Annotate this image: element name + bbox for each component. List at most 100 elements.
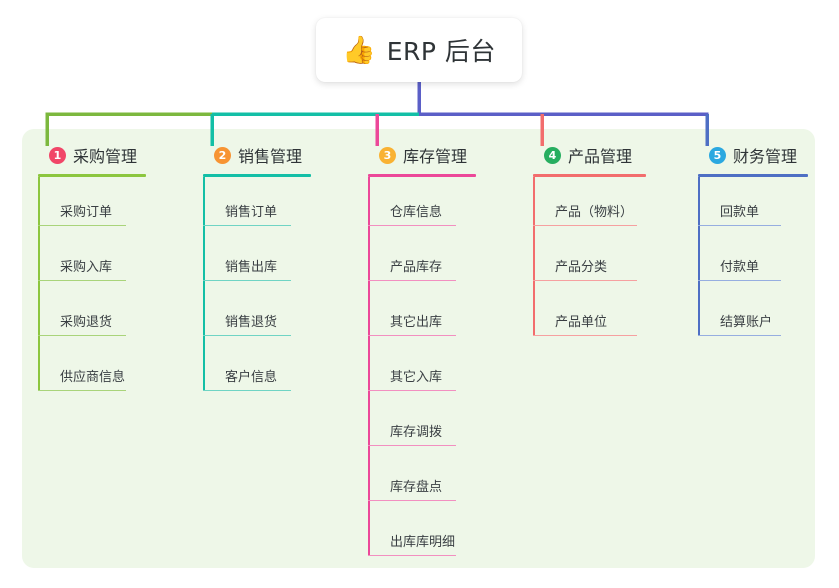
branch-leaf-list: 销售订单销售出库销售退货客户信息 bbox=[203, 177, 311, 397]
branch-header-rule bbox=[368, 174, 476, 177]
thumbs-up-icon: 👍 bbox=[342, 34, 376, 66]
leaf-label: 结算账户 bbox=[720, 315, 773, 330]
branch-column-4: 4 产品管理产品（物料） 产品分类产品单位 bbox=[533, 143, 646, 342]
leaf-item[interactable]: 其它入库 bbox=[368, 342, 476, 397]
leaf-item[interactable]: 产品（物料） bbox=[533, 177, 646, 232]
leaf-rule bbox=[698, 279, 781, 281]
branch-title: 采购管理 bbox=[73, 147, 138, 166]
leaf-rule bbox=[203, 279, 291, 281]
branch-number-badge: 5 bbox=[709, 146, 726, 164]
leaf-item[interactable]: 结算账户 bbox=[698, 287, 808, 342]
leaf-rule bbox=[203, 389, 291, 391]
diagram-background-panel bbox=[22, 129, 815, 568]
leaf-item[interactable]: 销售退货 bbox=[203, 287, 311, 342]
branch-title: 财务管理 bbox=[733, 147, 798, 166]
leaf-item[interactable]: 销售出库 bbox=[203, 232, 311, 287]
leaf-rule bbox=[368, 224, 456, 226]
branch-vertical-stem bbox=[368, 177, 370, 556]
leaf-item[interactable]: 产品库存 bbox=[368, 232, 476, 287]
branch-header-rule bbox=[533, 174, 646, 177]
leaf-label: 采购退货 bbox=[60, 315, 113, 330]
leaf-label: 采购订单 bbox=[60, 205, 113, 220]
leaf-item[interactable]: 采购入库 bbox=[38, 232, 146, 287]
branch-column-2: 2 销售管理销售订单销售出库销售退货客户信息 bbox=[203, 143, 311, 397]
branch-leaf-list: 产品（物料） 产品分类产品单位 bbox=[533, 177, 646, 342]
leaf-label: 产品分类 bbox=[555, 260, 608, 275]
leaf-rule bbox=[368, 279, 456, 281]
leaf-label: 其它入库 bbox=[390, 370, 443, 385]
branch-number-badge: 4 bbox=[544, 146, 561, 164]
leaf-rule bbox=[38, 279, 126, 281]
leaf-label: 仓库信息 bbox=[390, 205, 443, 220]
branch-title: 产品管理 bbox=[568, 147, 633, 166]
leaf-rule bbox=[368, 334, 456, 336]
leaf-item[interactable]: 产品单位 bbox=[533, 287, 646, 342]
leaf-label: 付款单 bbox=[720, 260, 760, 275]
leaf-item[interactable]: 库存盘点 bbox=[368, 452, 476, 507]
branch-vertical-stem bbox=[533, 177, 535, 336]
branch-header-1[interactable]: 1 采购管理 bbox=[38, 143, 146, 167]
branch-number-badge: 1 bbox=[49, 146, 66, 164]
leaf-rule bbox=[698, 224, 781, 226]
branch-number-badge: 2 bbox=[214, 146, 231, 164]
leaf-label: 产品库存 bbox=[390, 260, 443, 275]
leaf-item[interactable]: 付款单 bbox=[698, 232, 808, 287]
leaf-item[interactable]: 出库库明细 bbox=[368, 507, 476, 562]
leaf-item[interactable]: 库存调拨 bbox=[368, 397, 476, 452]
leaf-rule bbox=[203, 334, 291, 336]
leaf-rule bbox=[38, 224, 126, 226]
leaf-rule bbox=[368, 389, 456, 391]
leaf-item[interactable]: 回款单 bbox=[698, 177, 808, 232]
branch-leaf-list: 回款单付款单结算账户 bbox=[698, 177, 808, 342]
leaf-label: 产品（物料） bbox=[555, 205, 634, 220]
leaf-label: 销售出库 bbox=[225, 260, 278, 275]
leaf-item[interactable]: 采购订单 bbox=[38, 177, 146, 232]
branch-column-5: 5 财务管理回款单付款单结算账户 bbox=[698, 143, 808, 342]
leaf-rule bbox=[533, 224, 637, 226]
leaf-label: 其它出库 bbox=[390, 315, 443, 330]
branch-leaf-list: 仓库信息产品库存其它出库其它入库库存调拨库存盘点出库库明细 bbox=[368, 177, 476, 562]
leaf-item[interactable]: 采购退货 bbox=[38, 287, 146, 342]
root-node-erp-backend[interactable]: 👍 ERP 后台 bbox=[316, 18, 522, 82]
branch-header-4[interactable]: 4 产品管理 bbox=[533, 143, 646, 167]
branch-header-3[interactable]: 3 库存管理 bbox=[368, 143, 476, 167]
branch-header-rule bbox=[203, 174, 311, 177]
branch-title: 库存管理 bbox=[403, 147, 468, 166]
branch-title: 销售管理 bbox=[238, 147, 303, 166]
branch-column-3: 3 库存管理仓库信息产品库存其它出库其它入库库存调拨库存盘点出库库明细 bbox=[368, 143, 476, 562]
branch-header-2[interactable]: 2 销售管理 bbox=[203, 143, 311, 167]
leaf-label: 库存调拨 bbox=[390, 425, 443, 440]
branch-column-1: 1 采购管理采购订单采购入库采购退货供应商信息 bbox=[38, 143, 146, 397]
root-node-title: ERP 后台 bbox=[386, 37, 496, 66]
branch-header-rule bbox=[698, 174, 808, 177]
leaf-rule bbox=[533, 279, 637, 281]
leaf-label: 库存盘点 bbox=[390, 480, 443, 495]
leaf-item[interactable]: 其它出库 bbox=[368, 287, 476, 342]
leaf-rule bbox=[38, 334, 126, 336]
leaf-rule bbox=[203, 224, 291, 226]
leaf-item[interactable]: 客户信息 bbox=[203, 342, 311, 397]
leaf-rule bbox=[368, 499, 456, 501]
branch-number-badge: 3 bbox=[379, 146, 396, 164]
leaf-label: 回款单 bbox=[720, 205, 760, 220]
leaf-rule bbox=[38, 389, 126, 391]
branch-header-5[interactable]: 5 财务管理 bbox=[698, 143, 808, 167]
branch-vertical-stem bbox=[698, 177, 700, 336]
leaf-item[interactable]: 供应商信息 bbox=[38, 342, 146, 397]
leaf-label: 客户信息 bbox=[225, 370, 278, 385]
leaf-item[interactable]: 仓库信息 bbox=[368, 177, 476, 232]
branch-vertical-stem bbox=[38, 177, 40, 391]
branch-vertical-stem bbox=[203, 177, 205, 391]
leaf-label: 出库库明细 bbox=[390, 535, 456, 550]
branch-leaf-list: 采购订单采购入库采购退货供应商信息 bbox=[38, 177, 146, 397]
leaf-label: 产品单位 bbox=[555, 315, 608, 330]
leaf-label: 供应商信息 bbox=[60, 370, 126, 385]
leaf-item[interactable]: 销售订单 bbox=[203, 177, 311, 232]
leaf-item[interactable]: 产品分类 bbox=[533, 232, 646, 287]
leaf-label: 采购入库 bbox=[60, 260, 113, 275]
branch-header-rule bbox=[38, 174, 146, 177]
leaf-rule bbox=[533, 334, 637, 336]
leaf-rule bbox=[368, 444, 456, 446]
